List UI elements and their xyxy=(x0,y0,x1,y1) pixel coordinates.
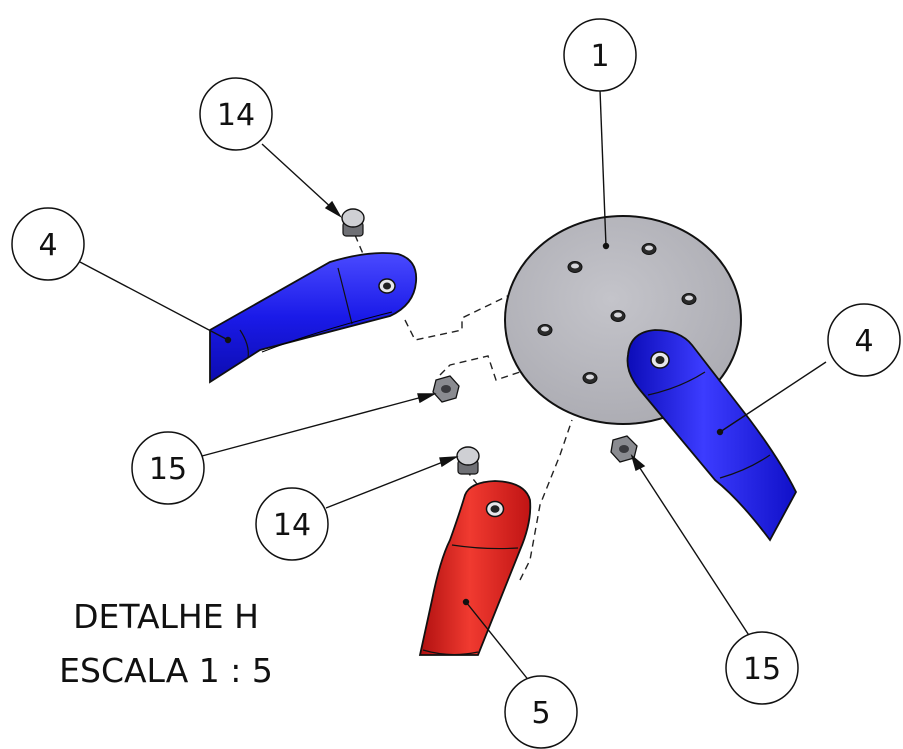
balloon-label: 14 xyxy=(217,98,255,133)
balloon-14-lower: 14 xyxy=(255,487,329,561)
arm-right-blue xyxy=(626,329,798,542)
balloon-15-right: 15 xyxy=(725,631,799,705)
balloon-4-right: 4 xyxy=(827,303,901,377)
balloon-label: 1 xyxy=(590,39,609,74)
balloon-14-upper: 14 xyxy=(199,77,273,151)
balloon-label: 4 xyxy=(854,324,873,359)
balloon-label: 4 xyxy=(38,228,57,263)
balloon-label: 15 xyxy=(743,652,781,687)
balloon-label: 15 xyxy=(149,452,187,487)
bolt-lower xyxy=(456,446,480,475)
balloon-4-left: 4 xyxy=(11,207,85,281)
detail-title: DETALHE H xyxy=(73,597,259,636)
bolt-upper xyxy=(341,208,365,237)
balloon-label: 14 xyxy=(273,508,311,543)
balloon-1: 1 xyxy=(563,18,637,92)
detail-scale: ESCALA 1 : 5 xyxy=(59,651,273,690)
leader-lines xyxy=(79,89,827,683)
balloon-15-left: 15 xyxy=(131,431,205,505)
arm-red xyxy=(418,480,532,656)
nut-left xyxy=(432,375,460,403)
balloon-label: 5 xyxy=(531,696,550,731)
balloon-5: 5 xyxy=(504,675,578,749)
arm-left-blue xyxy=(209,252,418,384)
